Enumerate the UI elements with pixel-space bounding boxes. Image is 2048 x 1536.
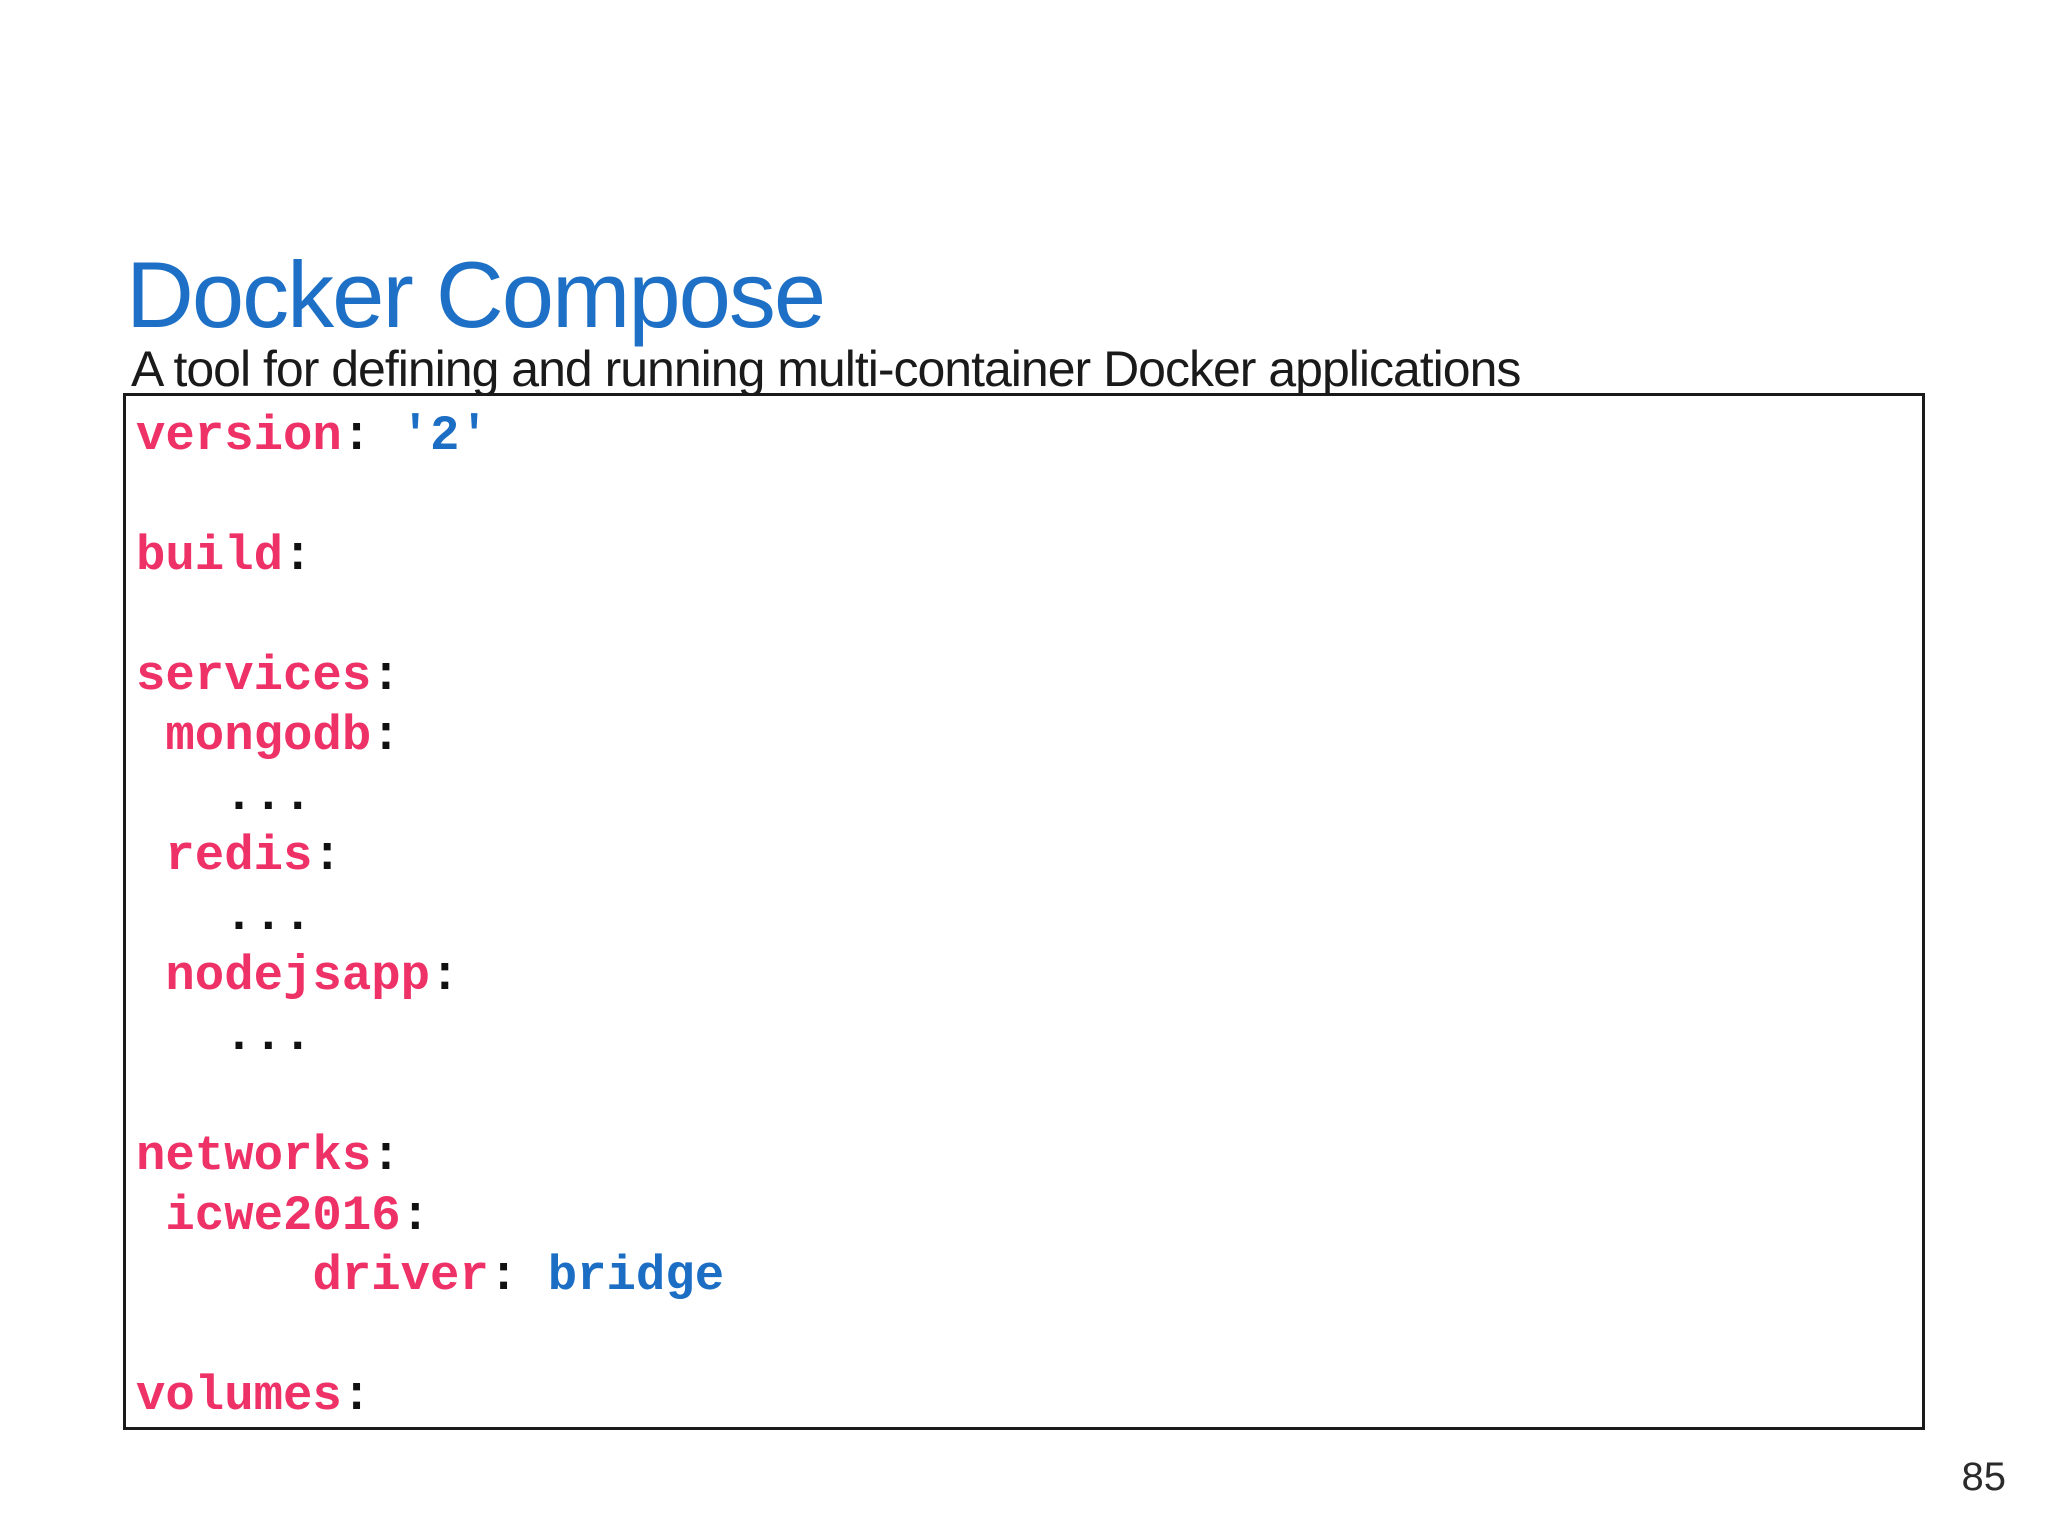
code-segment: : — [430, 948, 460, 1004]
code-segment: build — [136, 528, 284, 584]
code-panel: version: '2' build: services: mongodb: .… — [123, 393, 1925, 1430]
code-segment: : — [312, 828, 342, 884]
code-segment: '2' — [400, 408, 489, 464]
code-segment: driver — [312, 1248, 489, 1304]
code-segment: ... — [136, 1008, 313, 1064]
code-segment: bridge — [547, 1248, 725, 1304]
code-segment: : — [283, 528, 313, 584]
code-segment: services — [136, 648, 372, 704]
yaml-code: version: '2' build: services: mongodb: .… — [126, 396, 1922, 1426]
code-segment — [136, 1188, 165, 1244]
code-segment: : — [371, 1128, 401, 1184]
code-segment: redis — [165, 828, 313, 884]
page-number: 85 — [1961, 1455, 2007, 1499]
code-segment: volumes — [136, 1368, 342, 1424]
code-segment: ... — [136, 888, 313, 944]
slide-subtitle: A tool for defining and running multi-co… — [131, 341, 1521, 397]
code-segment: mongodb — [165, 708, 372, 764]
code-segment: : — [400, 1188, 431, 1244]
code-segment: nodejsapp — [165, 948, 431, 1004]
code-segment: version — [136, 408, 342, 464]
code-segment: : — [341, 1368, 372, 1424]
code-segment — [136, 1248, 312, 1304]
code-segment: icwe2016 — [165, 1188, 401, 1244]
slide-title: Docker Compose — [126, 241, 826, 347]
code-segment: : — [371, 708, 401, 764]
code-segment — [136, 828, 165, 884]
code-segment: : — [488, 1248, 548, 1304]
code-segment: : — [341, 408, 401, 464]
code-segment — [136, 708, 165, 764]
code-segment: : — [371, 648, 401, 704]
code-segment — [136, 948, 165, 1004]
code-segment: ... — [136, 768, 313, 824]
code-segment: networks — [136, 1128, 372, 1184]
